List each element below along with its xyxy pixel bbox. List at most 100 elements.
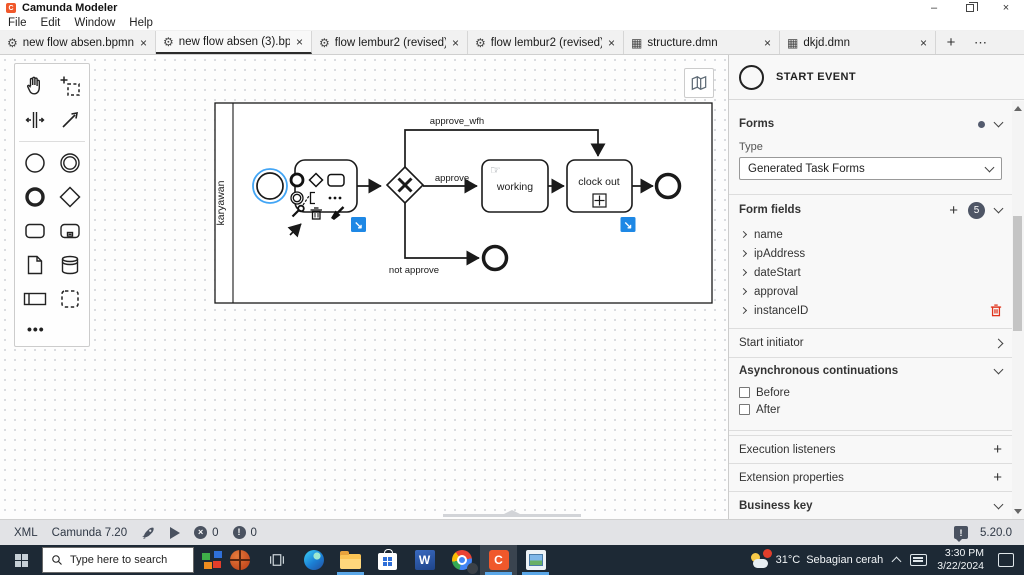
tray-expand-icon[interactable] bbox=[891, 556, 902, 567]
tab-flow-lembur2-revised[interactable]: ⚙ flow lembur2 (revised).b × bbox=[312, 31, 468, 54]
forms-type-select[interactable]: Generated Task Forms bbox=[739, 157, 1002, 180]
start-event[interactable] bbox=[256, 172, 284, 200]
before-checkbox[interactable] bbox=[739, 387, 750, 398]
weather-widget[interactable]: 31°C Sebagian cerah bbox=[750, 549, 883, 568]
start-button[interactable] bbox=[0, 545, 42, 575]
microsoft-store-button[interactable] bbox=[369, 545, 406, 575]
create-task[interactable] bbox=[17, 214, 52, 248]
xml-toggle[interactable]: XML bbox=[14, 526, 38, 539]
add-form-field-button[interactable]: + bbox=[949, 201, 958, 219]
tab-flow-lembur2-revised-2[interactable]: ⚙ flow lembur2 (revised) (2 × bbox=[468, 31, 624, 54]
group-forms[interactable]: Forms bbox=[729, 109, 1012, 139]
warning-count[interactable]: ! 0 bbox=[232, 526, 257, 539]
menu-help[interactable]: Help bbox=[129, 17, 153, 29]
action-center-icon[interactable] bbox=[998, 553, 1014, 567]
chevron-down-icon[interactable] bbox=[993, 364, 1004, 375]
connect-arrow-icon[interactable] bbox=[287, 223, 302, 238]
edge-taskbar-button[interactable] bbox=[295, 545, 332, 575]
menu-window[interactable]: Window bbox=[74, 17, 116, 29]
lasso-tool[interactable] bbox=[52, 69, 87, 103]
append-task-icon[interactable] bbox=[327, 173, 345, 187]
context-pad[interactable] bbox=[287, 172, 345, 238]
close-button[interactable]: × bbox=[1002, 2, 1010, 14]
form-field-ipaddress[interactable]: ipAddress bbox=[729, 244, 1012, 263]
tab-close-icon[interactable]: × bbox=[139, 35, 147, 50]
bpmn-canvas[interactable]: karyawan approve approve_wfh not approve bbox=[0, 55, 728, 519]
log-panel-resize-handle[interactable] bbox=[443, 510, 581, 517]
append-end-event-icon[interactable] bbox=[289, 172, 305, 188]
subprocess-expand-marker[interactable] bbox=[592, 193, 607, 208]
tab-new-flow-absen-3[interactable]: ⚙ new flow absen (3).bpm × bbox=[156, 31, 312, 54]
tab-close-icon[interactable]: × bbox=[295, 34, 303, 49]
create-participant[interactable] bbox=[17, 282, 52, 316]
tab-close-icon[interactable]: × bbox=[763, 35, 771, 50]
form-field-name[interactable]: name bbox=[729, 225, 1012, 244]
form-field-instanceid[interactable]: instanceID bbox=[729, 301, 1012, 320]
end-event-not-approve[interactable] bbox=[481, 244, 509, 272]
task-clock-out[interactable]: clock out bbox=[566, 159, 633, 213]
group-start-initiator[interactable]: Start initiator bbox=[729, 329, 1012, 357]
create-subprocess[interactable] bbox=[52, 214, 87, 248]
photos-app-button[interactable] bbox=[517, 545, 554, 575]
taskbar-search[interactable]: Type here to search bbox=[42, 547, 194, 573]
menu-edit[interactable]: Edit bbox=[40, 17, 61, 29]
palette-more-button[interactable]: ••• bbox=[27, 321, 45, 337]
chevron-down-icon[interactable] bbox=[993, 117, 1004, 128]
tab-close-icon[interactable]: × bbox=[451, 35, 459, 50]
link-overlay-badge[interactable]: ↘ bbox=[620, 217, 636, 232]
taskbar-clock[interactable]: 3:30 PM 3/22/2024 bbox=[937, 547, 984, 573]
panel-scrollbar[interactable] bbox=[1012, 101, 1024, 519]
space-tool[interactable] bbox=[17, 103, 52, 137]
after-checkbox[interactable] bbox=[739, 404, 750, 415]
global-connect-tool[interactable] bbox=[52, 103, 87, 137]
append-annotation-icon[interactable] bbox=[309, 191, 316, 205]
minimap-toggle-button[interactable] bbox=[684, 68, 714, 98]
chevron-down-icon[interactable] bbox=[993, 499, 1004, 509]
task-working[interactable]: ☞ working bbox=[481, 159, 549, 213]
scrollbar-thumb[interactable] bbox=[1013, 216, 1022, 331]
chrome-button[interactable] bbox=[443, 545, 480, 575]
wrench-icon[interactable] bbox=[291, 209, 300, 218]
create-start-event[interactable] bbox=[17, 146, 52, 180]
file-explorer-button[interactable] bbox=[332, 545, 369, 575]
camunda-modeler-taskbar-button[interactable]: C bbox=[480, 545, 517, 575]
minimize-button[interactable]: – bbox=[930, 2, 938, 14]
tab-structure-dmn[interactable]: ▦ structure.dmn × bbox=[624, 31, 780, 54]
create-data-store[interactable] bbox=[52, 248, 87, 282]
word-button[interactable]: W bbox=[406, 545, 443, 575]
bpmn-shortcut-icon[interactable] bbox=[202, 551, 222, 569]
tab-close-icon[interactable]: × bbox=[919, 35, 927, 50]
scroll-down-icon[interactable] bbox=[1014, 509, 1022, 514]
form-field-datestart[interactable]: dateStart bbox=[729, 263, 1012, 282]
error-count[interactable]: × 0 bbox=[194, 526, 219, 539]
pool-karyawan[interactable] bbox=[214, 102, 713, 304]
create-intermediate-event[interactable] bbox=[52, 146, 87, 180]
tab-close-icon[interactable]: × bbox=[607, 35, 615, 50]
start-instance-button[interactable] bbox=[170, 526, 181, 539]
add-execution-listener-button[interactable]: + bbox=[993, 441, 1002, 458]
flow-not-approve[interactable] bbox=[404, 203, 480, 266]
menu-file[interactable]: File bbox=[8, 17, 27, 29]
group-execution-listeners[interactable]: Execution listeners + bbox=[729, 436, 1012, 463]
create-data-object[interactable] bbox=[17, 248, 52, 282]
group-form-fields[interactable]: Form fields + 5 bbox=[729, 195, 1012, 225]
end-event-main[interactable] bbox=[654, 172, 682, 200]
brush-icon[interactable] bbox=[331, 206, 345, 220]
new-tab-button[interactable]: + bbox=[946, 34, 956, 51]
append-gateway-icon[interactable] bbox=[308, 172, 324, 188]
task-shape[interactable] bbox=[294, 159, 358, 213]
chevron-down-icon[interactable] bbox=[993, 203, 1004, 214]
more-options-icon[interactable] bbox=[328, 196, 332, 200]
link-overlay-badge[interactable]: ↘ bbox=[351, 217, 366, 232]
create-end-event[interactable] bbox=[17, 180, 52, 214]
trash-icon[interactable] bbox=[310, 207, 323, 220]
create-gateway[interactable] bbox=[52, 180, 87, 214]
engine-version-button[interactable]: Camunda 7.20 bbox=[51, 526, 128, 539]
exclusive-gateway[interactable] bbox=[385, 165, 425, 205]
flow-approve-wfh[interactable] bbox=[404, 129, 606, 167]
scroll-up-icon[interactable] bbox=[1014, 106, 1022, 111]
delete-form-field-icon[interactable] bbox=[990, 304, 1002, 317]
task-view-button[interactable] bbox=[258, 545, 295, 575]
touch-keyboard-icon[interactable] bbox=[910, 554, 928, 566]
group-async-continuations[interactable]: Asynchronous continuations bbox=[729, 358, 1012, 384]
